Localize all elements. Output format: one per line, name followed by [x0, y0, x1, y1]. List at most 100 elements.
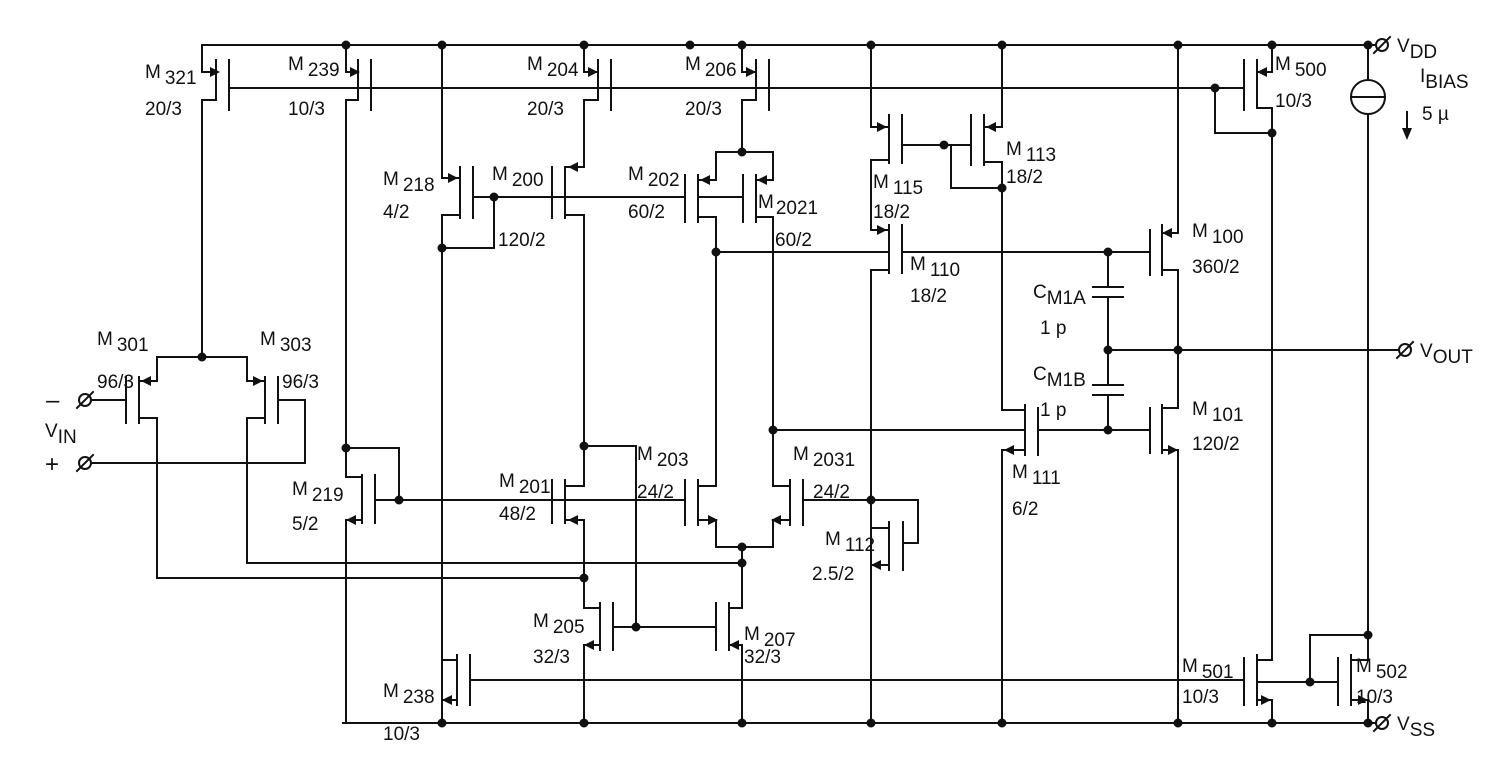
m112-size: 2.5/2: [812, 564, 854, 585]
m502-arrow-icon: [1358, 695, 1368, 705]
m207-size: 32/3: [744, 647, 781, 668]
m201-arrow-icon: [568, 515, 578, 525]
m239-size: 10/3: [288, 99, 325, 120]
m218-arrow-icon: [448, 173, 458, 183]
m110-arrow-icon: [877, 225, 887, 235]
vin-minus-sign: –: [46, 387, 60, 414]
vin-plus-sign: +: [45, 451, 59, 478]
m113-size: 18/2: [1006, 167, 1043, 188]
m502-size: 10/3: [1356, 687, 1393, 708]
m205: [583, 602, 717, 724]
m202-size: 60/2: [628, 202, 665, 223]
cm1a-name: CM1A: [1033, 282, 1086, 309]
m321-arrow-icon: [210, 67, 220, 77]
vout-terminal[interactable]: [1107, 340, 1415, 360]
m238-size: 10/3: [383, 724, 420, 745]
capacitor-labels: CM1A 1 p CM1B 1 p: [1033, 282, 1086, 421]
m201-size: 48/2: [499, 504, 536, 525]
ibias-label: IBIAS: [1420, 66, 1469, 93]
m500-arrow-icon: [1257, 67, 1267, 77]
vss-label: VSS: [1397, 714, 1435, 741]
vin-plus-terminal[interactable]: [75, 453, 306, 473]
m202-arrow-icon: [700, 175, 710, 185]
m239-arrow-icon: [350, 67, 360, 77]
m206-arrow-icon: [746, 67, 756, 77]
m112: [870, 499, 919, 571]
m112-arrow-icon: [871, 560, 881, 570]
m301-size: 96/3: [97, 372, 134, 393]
m204-arrow-icon: [588, 67, 598, 77]
m101-size: 120/2: [1192, 434, 1240, 455]
m301-arrow-icon: [141, 376, 151, 386]
cm1b-name: CM1B: [1033, 364, 1086, 391]
m207-arrow-icon: [729, 640, 739, 650]
m206: [741, 44, 770, 153]
m115-size: 18/2: [873, 202, 910, 223]
m2021: [697, 174, 774, 487]
m111: [1001, 404, 1039, 724]
m100: [1149, 44, 1179, 409]
m202: [599, 151, 774, 487]
m204: [583, 44, 612, 168]
m2021-size: 60/2: [775, 230, 812, 251]
m219-size: 5/2: [292, 514, 318, 535]
vss-terminal[interactable]: [1372, 713, 1392, 733]
m101-arrow-icon: [1168, 445, 1178, 455]
vdd-label: VDD: [1397, 36, 1437, 63]
m501: [1243, 654, 1311, 724]
m219: [345, 447, 686, 724]
m111-arrow-icon: [1004, 445, 1014, 455]
m110-size: 18/2: [910, 286, 947, 307]
m2031-size: 24/2: [813, 482, 850, 503]
m203-arrow-icon: [708, 515, 718, 525]
m201: [551, 445, 637, 628]
m207: [715, 602, 743, 724]
vdd-rail: [201, 44, 1376, 73]
m203-size: 24/2: [637, 482, 674, 503]
cm1a-value: 1 p: [1040, 318, 1066, 339]
m115: [870, 44, 945, 231]
m501-arrow-icon: [1261, 695, 1271, 705]
m115-arrow-icon: [877, 122, 887, 132]
m502: [1309, 634, 1369, 724]
m321-size: 20/3: [145, 99, 182, 120]
m111-size: 6/2: [1012, 499, 1038, 520]
vdd-terminal[interactable]: [1372, 35, 1392, 55]
vin-minus-terminal[interactable]: [75, 390, 127, 410]
m239: [345, 44, 372, 449]
m204-size: 20/3: [527, 99, 564, 120]
m303-size: 96/3: [282, 372, 319, 393]
m100-arrow-icon: [1162, 228, 1172, 238]
m2031: [741, 479, 872, 609]
m238-arrow-icon: [442, 695, 452, 705]
m238: [441, 654, 1245, 706]
m205-arrow-icon: [584, 640, 594, 650]
m206-size: 20/3: [685, 99, 722, 120]
m113-arrow-icon: [986, 122, 996, 132]
cm1a: [1092, 251, 1124, 386]
m200: [551, 166, 585, 487]
